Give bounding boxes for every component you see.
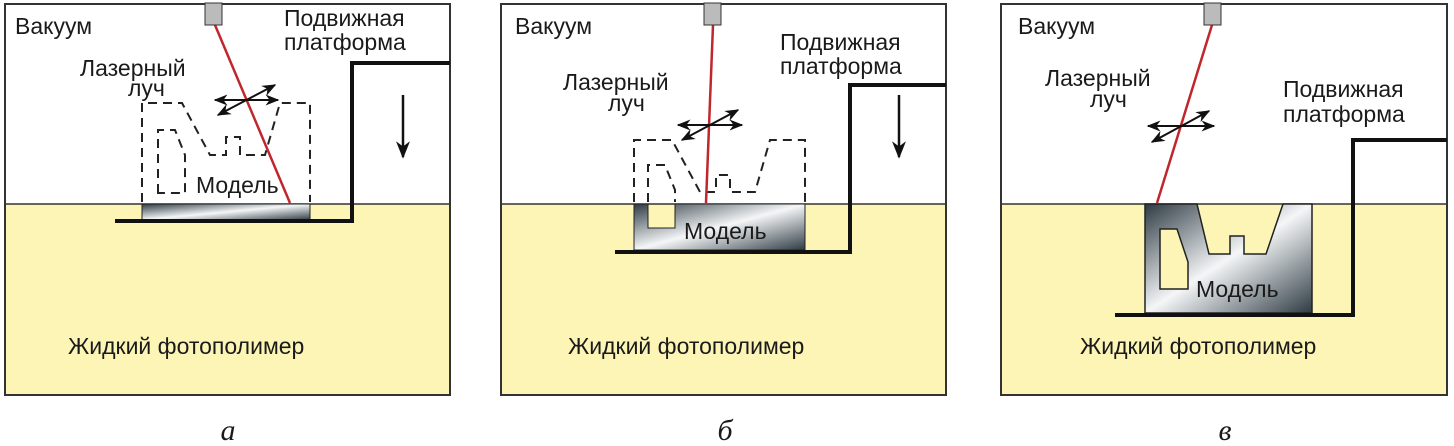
model-hole-dashed (157, 129, 186, 194)
vat-frame (1000, 3, 1448, 396)
platform-label-1: Подвижная (1283, 76, 1404, 102)
laser-label-2: луч (1090, 86, 1127, 112)
model-outline-dashed (633, 139, 806, 202)
model-label: Модель (1196, 276, 1279, 302)
platform-label-2: платформа (284, 29, 406, 55)
laser-label-2: луч (128, 75, 165, 101)
laser-label-2: луч (608, 90, 645, 116)
laser-source-icon (1203, 2, 1222, 26)
platform-label-1: Подвижная (780, 29, 901, 55)
laser-label-1: Лазерный (563, 69, 669, 95)
movable-platform (115, 61, 450, 223)
model-layer (141, 203, 311, 221)
caption: в (1218, 414, 1231, 446)
vacuum-label: Вакуум (515, 13, 592, 39)
vat-frame (4, 3, 451, 396)
vacuum-label: Вакуум (15, 13, 92, 39)
liquid-photopolymer (5, 204, 450, 395)
movable-platform (1115, 138, 1447, 317)
liquid-label: Жидкий фотополимер (68, 333, 304, 359)
vacuum-region (501, 4, 946, 204)
scan-arrow-icon (1150, 110, 1211, 143)
model-label: Модель (684, 218, 767, 244)
laser-label-1: Лазерный (80, 55, 186, 81)
vacuum-label: Вакуум (1018, 13, 1095, 39)
platform-label-1: Подвижная (284, 5, 405, 31)
scan-arrow-icon (216, 84, 277, 116)
liquid-label: Жидкий фотополимер (1080, 333, 1316, 359)
laser-label-1: Лазерный (1045, 65, 1151, 91)
platform-label-2: платформа (1283, 101, 1405, 127)
caption: б (717, 414, 733, 446)
panel-c: Вакуум Лазерный луч Подвижная платформа … (1000, 2, 1448, 446)
model-outline-dashed (141, 102, 311, 202)
vat-frame (500, 3, 947, 396)
panel-a: Вакуум Лазерный луч Подвижная платформа … (4, 2, 451, 446)
platform-label-2: платформа (780, 53, 902, 79)
caption: а (221, 414, 236, 446)
movable-platform (615, 83, 946, 254)
laser-source-icon (204, 2, 223, 26)
liquid-label: Жидкий фотополимер (568, 333, 804, 359)
panel-b: Вакуум Лазерный луч Подвижная платформа … (500, 2, 947, 446)
model-label: Модель (196, 172, 279, 198)
vacuum-region (1001, 4, 1447, 204)
laser-source-icon (703, 2, 722, 26)
model-hole-dashed (647, 164, 676, 202)
scan-arrow-icon (680, 109, 740, 141)
